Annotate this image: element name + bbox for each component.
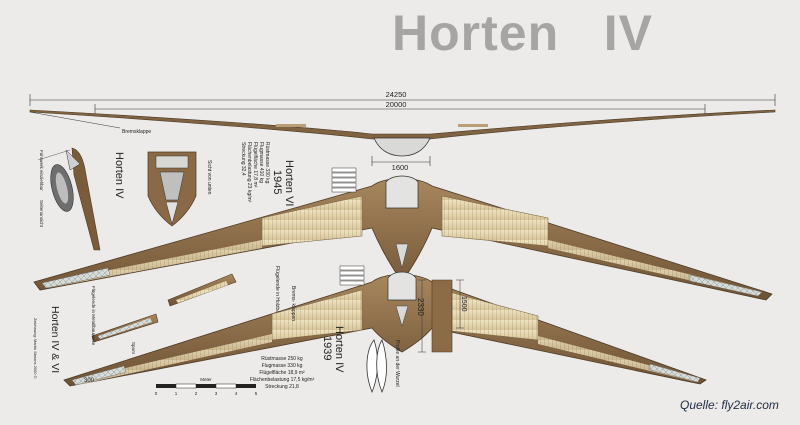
label-flugelende-metall: Flügelende in Metallbauweise: [91, 286, 96, 346]
horten-vi-plan: Horten VI 1945 Rüstmasse 330 kg Flugmass…: [33, 142, 773, 329]
dim-center-h4: 1500: [460, 296, 467, 312]
dim-len-h4: 2330: [416, 298, 425, 316]
label-horten-iv-bottom: Horten IV: [333, 326, 345, 373]
spec-h6-4: Streckung 32,4: [240, 142, 246, 176]
spec-h6-2: Flügelfläche 17,8 m²: [252, 142, 258, 188]
label-year-vi: 1945: [271, 170, 283, 194]
scale-tick-1: 1: [175, 391, 178, 396]
root-profiles: Profile an der Wurzel: [366, 339, 400, 394]
dim-span-h6: 20000: [386, 100, 407, 109]
label-spant: Spant: [131, 342, 136, 355]
label-brems: Brems- klappen: [290, 286, 296, 321]
scale-bar: Meter 0 1 2 3 4 5: [155, 377, 258, 396]
label-year-iv: 1939: [321, 336, 333, 360]
spec-h4-1: Flugmasse 330 kg: [262, 363, 303, 369]
spec-h4-4: Streckung 21,8: [265, 384, 299, 390]
horten-iv-side-view: Fahrwerk einziehbar Seitenansicht Horten…: [37, 147, 125, 251]
scale-tick-4: 4: [235, 391, 238, 396]
dim-tip: 300: [84, 378, 95, 384]
page-title: Horten IV: [392, 5, 654, 61]
label-profile: Profile an der Wurzel: [394, 340, 400, 387]
label-flugelende-holz: Flügelende in Holzbauweise: [274, 266, 280, 329]
front-view: 24250 20000 Bremsklappe 1600: [29, 90, 776, 172]
label-sicht-unten: Sicht von unten: [206, 160, 212, 195]
dim-center-h6: 1600: [392, 163, 409, 172]
spec-h6-3: Flächenbelastung 23 kg/m²: [246, 142, 252, 203]
spec-h4-2: Flügelfläche 18,9 m²: [259, 370, 305, 376]
label-horten-vi: Horten VI: [283, 160, 295, 206]
source-credit: Quelle: fly2air.com: [680, 398, 779, 412]
scale-tick-5: 5: [255, 391, 258, 396]
scale-tick-0: 0: [155, 391, 158, 396]
underside-fuselage: [147, 151, 197, 227]
spec-h6-0: Rüstmasse 330 kg: [264, 142, 270, 184]
dim-span-h4: 24250: [386, 90, 407, 99]
spec-h4-0: Rüstmasse 250 kg: [261, 356, 303, 362]
scale-tick-2: 2: [195, 391, 198, 396]
spec-h6-1: Flugmasse 410 kg: [258, 142, 264, 183]
label-horten-iv-side: Horten IV: [113, 152, 125, 199]
label-fahrwerk: Fahrwerk einziehbar: [39, 150, 44, 191]
label-bremsklappe: Bremsklappe: [122, 129, 151, 135]
scale-tick-3: 3: [215, 391, 218, 396]
label-meter: Meter: [200, 377, 212, 382]
spec-h4-3: Flächenbelastung 17,5 kg/m²: [250, 377, 315, 383]
label-horten-iv-vi: Horten IV & VI: [49, 306, 61, 373]
label-seitenansicht: Seitenansicht: [39, 200, 44, 228]
label-zeichnung: Zeichnung: Martin Simons 2000 ©: [33, 318, 38, 379]
horten-iv-plan: 2330 1500 Horten IV 1939 Rüstmasse 250 k…: [63, 265, 707, 390]
wingtip-details: Flügelende in Metallbauweise Spant: [91, 273, 237, 355]
